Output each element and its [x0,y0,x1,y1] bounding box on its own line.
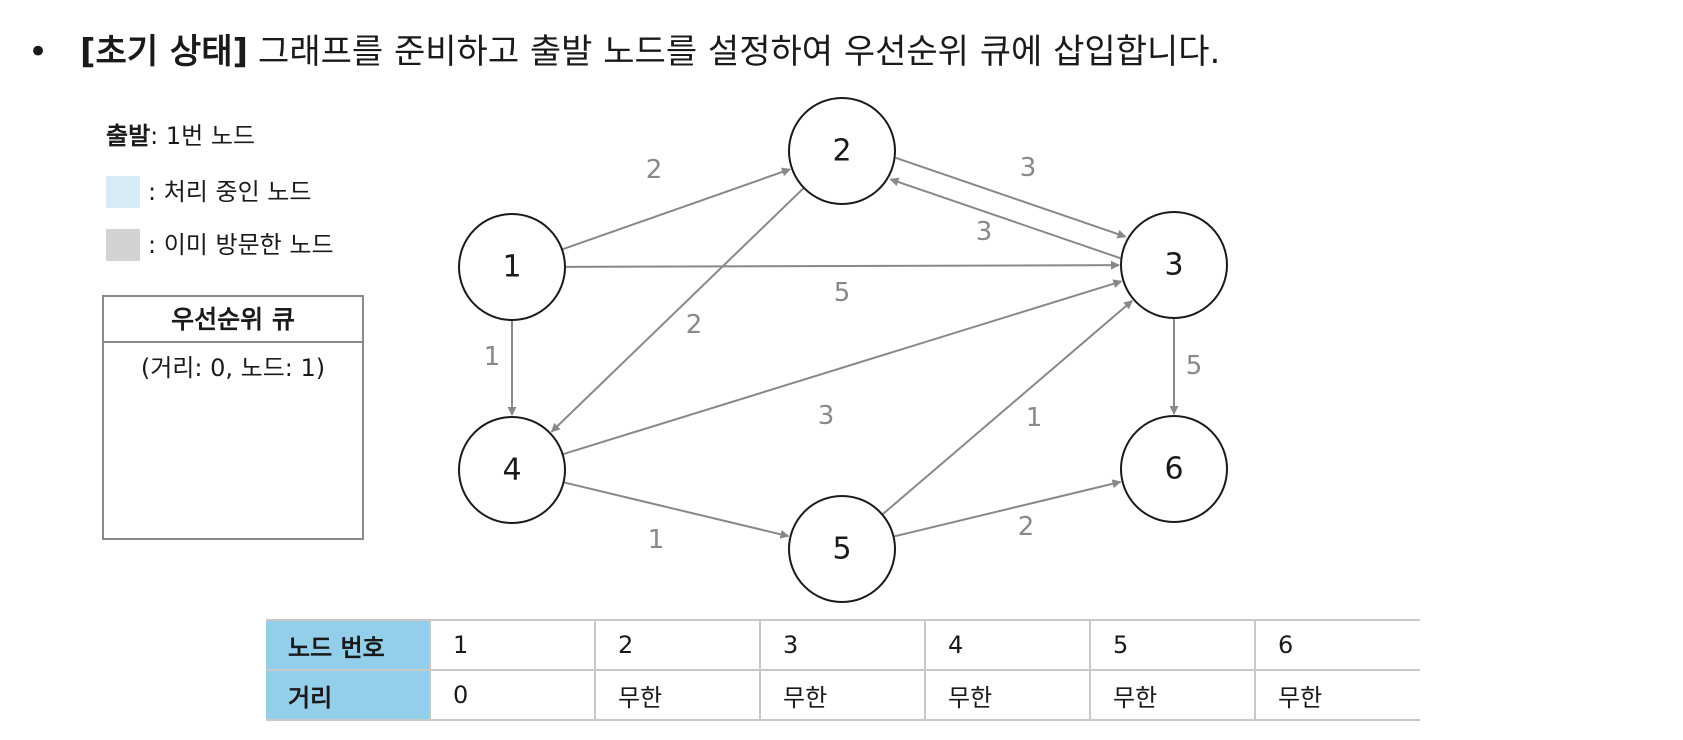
graph-node-6 [1120,415,1228,523]
graph-node-3 [1120,211,1228,319]
priority-queue-box: 우선순위 큐 (거리: 0, 노드: 1) [102,295,364,540]
headline-text: 그래프를 준비하고 출발 노드를 설정하여 우선순위 큐에 삽입합니다. [258,32,1221,72]
edge-weight-label: 5 [1186,351,1203,381]
visited-swatch [106,229,140,261]
legend-start: 출발: 1번 노드 [106,120,255,152]
edge-weight-label: 1 [484,342,501,372]
distance-cell: 무한 [594,669,760,721]
bullet: • [28,32,49,72]
distance-cell: 0 [429,669,595,721]
edge-2-to-3 [895,156,1127,239]
graph-node-4 [458,416,566,524]
graph-node-5 [788,495,896,603]
graph-node-label: 4 [502,453,521,488]
distance-cell: 무한 [759,669,925,721]
graph-node-label: 2 [832,134,851,169]
graph-node-label: 5 [832,532,851,567]
node-number-cell: 5 [1089,619,1255,671]
graph-node-2 [788,97,896,205]
distance-table: 노드 번호 1 2 3 4 5 6 거리 0 무한 무한 무한 무한 무한 [266,619,1420,721]
processing-swatch [106,176,140,208]
priority-queue-title: 우선순위 큐 [104,297,362,343]
edge-4-to-3 [562,279,1123,456]
legend-visited: : 이미 방문한 노드 [148,231,334,259]
distance-cell: 무한 [1089,669,1255,721]
distance-header: 거리 [266,669,430,721]
node-number-cell: 4 [924,619,1090,671]
distance-cell: 무한 [924,669,1090,721]
edge-weight-label: 3 [818,401,835,431]
edge-weight-label: 2 [646,155,663,185]
graph-node-label: 6 [1164,452,1183,487]
legend-start-value: : 1번 노드 [150,122,256,150]
legend-start-label: 출발 [106,122,151,150]
headline-tag: [초기 상태] [80,32,249,72]
edge-weight-label: 1 [1026,403,1043,433]
node-number-header: 노드 번호 [266,619,430,671]
graph-node-1 [458,213,566,321]
edge-1-to-3 [564,260,1120,270]
edge-5-to-6 [893,479,1122,538]
slide-headline: • [초기 상태]그래프를 준비하고 출발 노드를 설정하여 우선순위 큐에 삽입… [28,30,1428,74]
node-number-cell: 2 [594,619,760,671]
edge-1-to-2 [561,167,791,251]
edge-weight-label: 2 [1018,512,1035,542]
edge-weight-label: 3 [1020,153,1037,183]
priority-queue-item: (거리: 0, 노드: 1) [140,354,326,382]
edge-weight-label: 5 [834,278,851,308]
graph-node-label: 3 [1164,248,1183,283]
node-number-cell: 6 [1254,619,1420,671]
edge-weight-label: 2 [686,310,703,340]
edge-weight-label: 1 [648,525,665,555]
edge-4-to-5 [563,481,790,539]
table-row: 노드 번호 1 2 3 4 5 6 [266,619,1420,671]
legend-processing: : 처리 중인 노드 [148,178,312,206]
distance-cell: 무한 [1254,669,1420,721]
edge-3-to-2 [889,177,1121,260]
edge-5-to-3 [881,299,1133,516]
table-row: 거리 0 무한 무한 무한 무한 무한 [266,669,1420,721]
node-number-cell: 3 [759,619,925,671]
node-number-cell: 1 [429,619,595,671]
edge-weight-label: 3 [976,217,993,247]
graph-node-label: 1 [502,250,521,285]
edge-2-to-4 [550,187,805,433]
